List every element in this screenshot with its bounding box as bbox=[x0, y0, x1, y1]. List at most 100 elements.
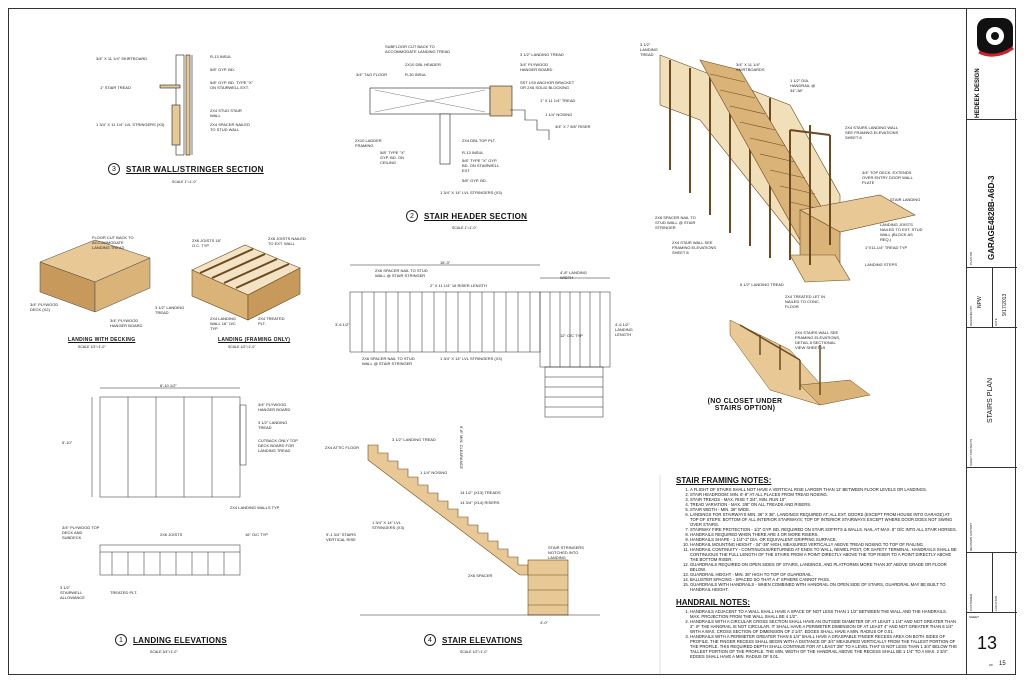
sheet-number: 13 bbox=[977, 633, 998, 653]
wall-section-title: STAIR WALL/STRINGER SECTION bbox=[126, 165, 264, 174]
callout: 2X4 DBL TOP PLT. bbox=[462, 138, 496, 143]
landing-framing-scale: SCALE 1/2"=1'-0" bbox=[228, 345, 256, 349]
stair-elevation-drawing bbox=[360, 444, 600, 616]
callout: 2X10 LADDER FRAMING bbox=[355, 138, 382, 148]
callout: 2X4 ATTIC FLOOR bbox=[325, 445, 360, 450]
framing-notes-title: STAIR FRAMING NOTES: bbox=[676, 476, 772, 485]
plan-no-label: PLAN NO. bbox=[969, 250, 973, 265]
note-item: HANDRAILS REQUIRED WHEN THERE ARE 4 OR M… bbox=[690, 532, 958, 537]
callout: 5/8" TYPE "X" GYP. BD. ON CEILING bbox=[380, 150, 406, 165]
callout: 3/4" PLYWOOD HANGER BOARD bbox=[520, 62, 553, 72]
callout: STAIR STRINGERS NOTCHED INTO LANDING bbox=[548, 545, 584, 560]
landing-elevation-drawing bbox=[91, 387, 247, 576]
sheet-contents: STAIRS PLAN bbox=[987, 378, 994, 423]
note-item: A FLIGHT OF STAIRS SHALL NOT HAVE A VERT… bbox=[690, 487, 958, 492]
callout: 2X6 SPACER NAIL TO STUD WALL @ STAIR STR… bbox=[375, 268, 428, 278]
callout: 2X4 LANDING WALLS TYP bbox=[230, 505, 280, 510]
callout: 1 1/4" NOSING bbox=[545, 112, 573, 117]
stair-framing-notes: STAIR FRAMING NOTES: A FLIGHT OF STAIRS … bbox=[676, 476, 958, 593]
section-number-1: 1 bbox=[115, 634, 127, 646]
revision-label: REVISION HISTORY bbox=[969, 522, 973, 551]
note-item: LANDINGS FOR STAIRWAYS MIN. 36" X 36". L… bbox=[690, 512, 958, 527]
dimension: 3'-6 1/2" bbox=[335, 322, 350, 327]
callout: 3 1/2" LANDING TREAD bbox=[155, 305, 185, 315]
dimension: 16'-3" bbox=[440, 260, 451, 265]
callout: STAIR LANDING bbox=[890, 197, 921, 202]
callout: 2X6 JOISTS 16" O.C. TYP bbox=[192, 238, 222, 248]
callout: 2" X 11 1/4" 16 RISER LENGTH bbox=[430, 283, 488, 288]
revision-cell: REVISION HISTORY bbox=[967, 468, 1017, 553]
callout: CUTBACK ONLY TOP DECK BOARD FOR LANDING … bbox=[258, 438, 298, 453]
callout: 3/4" X 7 5/8" RISER bbox=[555, 124, 591, 129]
stair-option-isometric-drawing bbox=[729, 319, 871, 406]
note-item: HANDRAIL CONTINUITY - CONTINUOUS/RETURNE… bbox=[690, 547, 958, 562]
callout: R-13 INSUL bbox=[462, 150, 484, 155]
callout: SST LS0 ANCHOR BRACKET OR 2X6 SOLID BLOC… bbox=[520, 80, 575, 90]
drawing-sheet bbox=[8, 8, 1016, 675]
customer-cell: CUSTOMER LOCATION bbox=[967, 553, 1017, 613]
callout: 3/4" T&G FLOOR bbox=[356, 72, 388, 77]
note-item: GUARDRAIL HEIGHT - MIN. 36" HIGH TO TOP … bbox=[690, 572, 958, 577]
date: 9/17/2013 bbox=[1002, 293, 1008, 316]
callout: 5/8" GYP. BD. bbox=[462, 178, 487, 183]
note-item: HANDRAILS WITH A PERIMETER GREATER THAN … bbox=[690, 634, 958, 659]
callout: 1 1/2" DIA. HANDRAIL @ 34"-38" bbox=[790, 78, 816, 93]
callout: 1 1/4" NOSING bbox=[420, 470, 448, 475]
callout: 2X6 SPACER bbox=[468, 573, 493, 578]
callout: R-13 INSUL bbox=[210, 54, 232, 59]
dimension: 6'-8" MIN. CLEARANCE bbox=[459, 425, 465, 470]
callout: R-30 INSUL bbox=[405, 72, 427, 77]
company-name: HEDEEK DESIGN bbox=[975, 68, 981, 118]
title-block: HEDEEK DESIGN PLAN NO. GARAGE4828B-A6D-3… bbox=[966, 8, 1017, 675]
callout: 5 1/2" LANDING TREAD bbox=[740, 282, 784, 287]
section-number-3: 3 bbox=[108, 163, 120, 175]
logo-cell: HEDEEK DESIGN bbox=[967, 8, 1017, 120]
callout: 14 1/2" (X13) TREADS bbox=[460, 490, 501, 495]
callout: 2X4 STUD STAIR WALL bbox=[210, 108, 242, 118]
callout: 2X4 TREATED PLT. bbox=[258, 316, 285, 326]
header-section-scale: SCALE 1"=1'-0" bbox=[452, 226, 477, 230]
no-closet-option-title: (NO CLOSET UNDER STAIRS OPTION) bbox=[707, 398, 783, 412]
callout: 5/8" GYP. BD. TYPE "X" ON STAIRWELL EXT. bbox=[210, 80, 254, 90]
callout: 2X4 LANDING WALL 16" O/C TYP bbox=[210, 316, 237, 331]
note-item: STAIRWAY FIRE PROTECTION - 1/2" GYP. BD.… bbox=[690, 527, 958, 532]
callout: 3/4" PLYWOOD TOP DECK AND SUBDECK bbox=[62, 525, 100, 540]
callout: 2X6 SPACER NAIL TO STUD WALL @ STAIR STR… bbox=[362, 356, 415, 366]
note-item: HANDRAILS ADJACENT TO A WALL SHALL HAVE … bbox=[690, 609, 958, 619]
framing-notes-list: A FLIGHT OF STAIRS SHALL NOT HAVE A VERT… bbox=[676, 487, 958, 592]
callout: 2X6 JOISTS NAILED TO EXT. WALL bbox=[268, 236, 306, 246]
callout: 3/4" PLYWOOD HANGER BOARD bbox=[110, 318, 143, 328]
callout: 1 3/4" X 14" LVL STRINGERS (X3) bbox=[440, 356, 502, 361]
callout: 3/4" X 11 1/4" SKIRTBOARDS bbox=[736, 62, 765, 72]
callout: 3/4" PLYWOOD DECK (X2) bbox=[30, 302, 59, 312]
landing-elevations-scale: SCALE 3/4"=1'-0" bbox=[150, 650, 178, 654]
landing-decking-drawing bbox=[39, 239, 151, 313]
dimension: 4'-0" bbox=[540, 620, 548, 625]
callout: LANDING STEPS bbox=[865, 262, 898, 267]
callout: 2X4 STAIR WALL SEE FRAMING ELEVATIONS SH… bbox=[672, 240, 717, 255]
callout: 3 1/2" LANDING TREAD bbox=[258, 420, 288, 430]
landing-framing-title: LANDING (FRAMING ONLY) bbox=[218, 337, 291, 343]
callout: 3 1/2" LANDING TREAD bbox=[520, 52, 564, 57]
note-item: STAIR WIDTH - MIN. 36" WIDE. bbox=[690, 507, 958, 512]
callout: 1 3/4" X 14" LVL STRINGERS (X3) bbox=[440, 190, 502, 195]
plan-number: GARAGE4828B-A6D-3 bbox=[987, 175, 996, 260]
plan-number-cell: PLAN NO. GARAGE4828B-A6D-3 bbox=[967, 120, 1017, 268]
callout: 5/8" GYP. BD. bbox=[210, 67, 235, 72]
wall-section-scale: SCALE 1"=1'-0" bbox=[172, 180, 197, 184]
callout: 3 1/2" LANDING TREAD bbox=[640, 42, 658, 57]
callout: 1" STAIR TREAD bbox=[100, 85, 131, 90]
callout: 3/4" TOP DECK. EXTENDS OVER ENTRY DOOR W… bbox=[862, 170, 913, 185]
landing-elevations-title: LANDING ELEVATIONS bbox=[133, 636, 227, 645]
date-label: DATE bbox=[994, 318, 998, 326]
landing-decking-title: LANDING WITH DECKING bbox=[68, 337, 136, 343]
landing-framing-drawing bbox=[191, 244, 301, 321]
designed-by: NPW bbox=[977, 296, 983, 308]
callout: 2X4 SPACER NAILED TO STUD WALL bbox=[210, 122, 250, 132]
note-item: HANDRAILS WITH A CIRCULAR CROSS SECTION … bbox=[690, 619, 958, 634]
dimension: 4'-6 1/2" LANDING LENGTH bbox=[615, 322, 633, 337]
sheet-label: SHEET bbox=[969, 615, 980, 619]
stair-elevations-title: STAIR ELEVATIONS bbox=[442, 636, 523, 645]
header-section-title: STAIR HEADER SECTION bbox=[424, 212, 528, 221]
